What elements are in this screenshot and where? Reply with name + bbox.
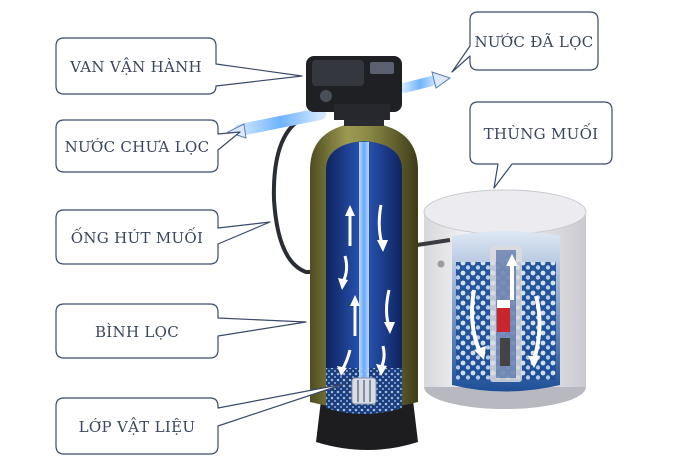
label-raw-water: NƯỚC CHƯA LỌC — [65, 138, 210, 156]
filter-tank — [310, 102, 418, 450]
callout-control-valve — [55, 37, 303, 95]
arrow-icon — [431, 71, 452, 89]
callout-brine-tank — [469, 101, 613, 189]
valve-icon — [306, 56, 402, 120]
label-filter-tank: BÌNH LỌC — [95, 323, 179, 341]
callout-treated-water — [451, 11, 599, 73]
brine-tank — [423, 189, 587, 409]
float-valve — [497, 306, 510, 332]
label-brine-tank: THÙNG MUỐI — [484, 123, 599, 143]
label-control-valve: VAN VẬN HÀNH — [69, 57, 202, 76]
outlet-pipe — [399, 71, 452, 93]
callout-media-layer — [55, 383, 345, 455]
brine-suction-tube — [271, 114, 316, 274]
inlet-pipe — [226, 108, 326, 139]
distributor-riser — [359, 142, 369, 382]
callout-filter-tank — [55, 303, 307, 359]
label-brine-tube: ỐNG HÚT MUỐI — [71, 227, 204, 247]
callout-brine-tube — [55, 209, 271, 265]
callout-raw-water — [55, 119, 241, 173]
label-treated-water: NƯỚC ĐÃ LỌC — [474, 33, 593, 51]
label-media-layer: LỚP VẬT LIỆU — [79, 417, 196, 436]
flow-arrows — [337, 204, 395, 376]
